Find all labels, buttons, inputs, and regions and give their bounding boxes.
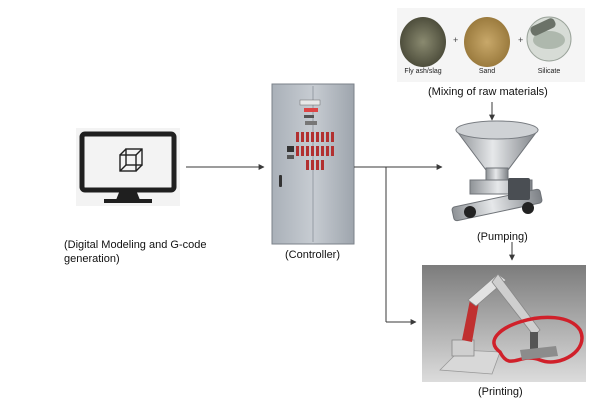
pump-icon (451, 120, 543, 222)
controller-cabinet-icon (271, 83, 355, 245)
material-label-sand: Sand (478, 68, 496, 75)
stage-label-modeling: (Digital Modeling and G-code generation) (64, 239, 207, 265)
material-label-fly-ash: Fly ash/slag (404, 68, 442, 75)
printer-scene (422, 265, 586, 382)
plus-sign-2: + (518, 35, 524, 45)
stage-label-mixing: (Mixing of raw materials) (428, 86, 548, 98)
raw-materials-panel (397, 8, 585, 82)
plus-sign-1: + (453, 35, 459, 45)
fly-ash-image (400, 17, 446, 67)
sand-image (464, 17, 510, 67)
silicate-image (526, 16, 572, 62)
stage-label-controller: (Controller) (285, 249, 341, 261)
stage-label-printing: (Printing) (478, 386, 523, 398)
stage-label-pumping: (Pumping) (477, 231, 528, 243)
connectors (186, 102, 515, 325)
monitor-icon (76, 128, 180, 206)
cube-icon (119, 148, 143, 172)
material-label-silicate: Silicate (537, 68, 561, 75)
